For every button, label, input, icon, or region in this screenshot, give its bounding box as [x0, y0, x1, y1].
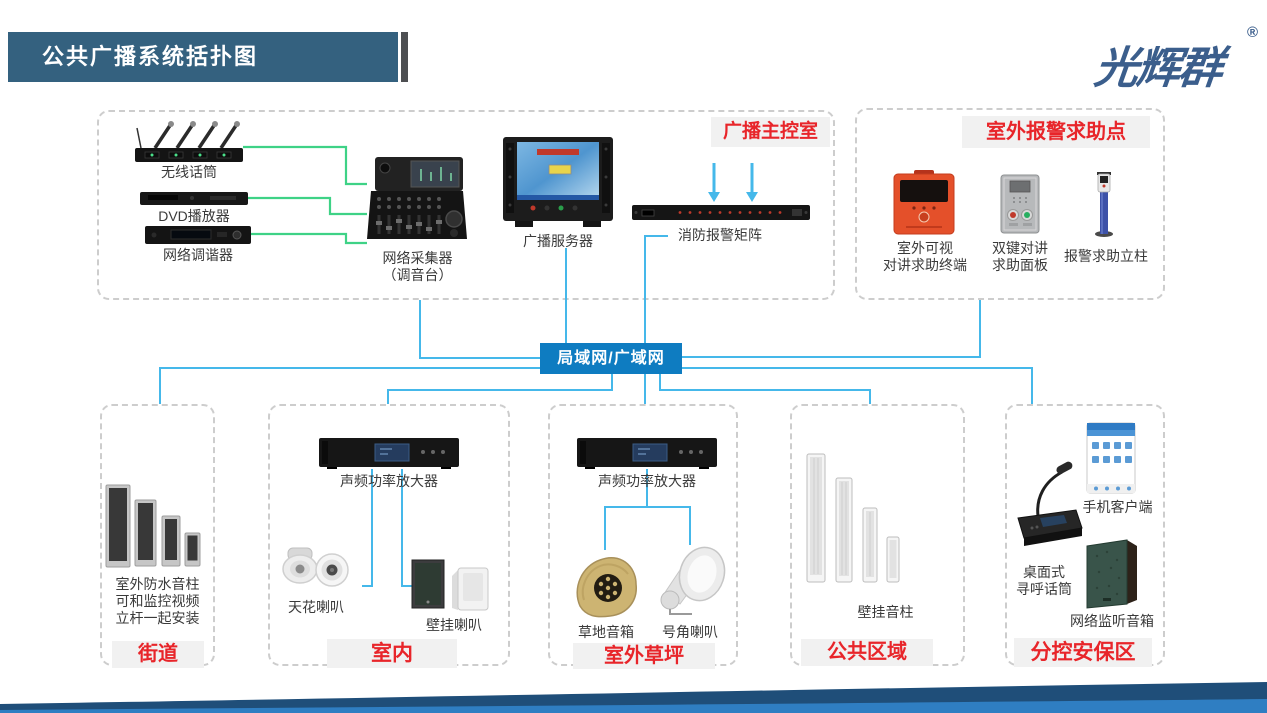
- control-room-box: [97, 110, 835, 300]
- fire-alarm-matrix-icon: [632, 205, 810, 220]
- visual-intercom-terminal-label-line2: 对讲求助终端: [883, 257, 967, 273]
- phone-client-icon: [1086, 422, 1136, 494]
- indoor-zone-tag: 室内: [327, 639, 457, 668]
- lawn-rock-speaker-label: 草地音箱: [578, 624, 634, 640]
- registered-trademark-icon: ®: [1246, 24, 1258, 41]
- wall-speaker-icon: [411, 559, 489, 611]
- dvd-player-label: DVD播放器: [158, 208, 230, 224]
- fire-alarm-matrix-label: 消防报警矩阵: [678, 227, 762, 243]
- paging-mic-label-line1: 桌面式: [1023, 564, 1065, 580]
- wireless-mic-label: 无线话筒: [161, 164, 217, 180]
- network-tuner-icon: [145, 226, 251, 244]
- line-lan-to-security: [682, 367, 1033, 404]
- street-zone-tag: 街道: [112, 641, 204, 668]
- public-zone-tag: 公共区域: [801, 639, 933, 666]
- ceiling-speaker-icon: [282, 547, 349, 587]
- control-room-tag: 广播主控室: [711, 117, 830, 147]
- line-mixer-to-lan: [419, 300, 540, 359]
- network-collector-label-line2: （调音台）: [382, 267, 453, 283]
- monitor-speaker-icon: [1086, 539, 1137, 609]
- line-amp-to-ceiling: [362, 469, 373, 587]
- lawn-zone-tag: 室外草坪: [573, 643, 715, 669]
- line-dvd-to-mixer: [248, 196, 367, 216]
- brand-logo: 光辉群 ®: [1092, 24, 1260, 93]
- visual-intercom-terminal-icon: [893, 170, 955, 235]
- horn-speaker-label: 号角喇叭: [662, 624, 718, 640]
- title-bar-accent: [401, 32, 408, 82]
- help-point-box: [855, 108, 1165, 300]
- down-arrow-icon: [708, 163, 720, 202]
- indoor-amplifier-icon: [319, 438, 459, 469]
- lawn-amplifier-icon: [577, 438, 717, 469]
- alarm-pillar-icon: [1095, 172, 1113, 237]
- network-collector-icon: [367, 157, 467, 239]
- page-title: 公共广播系统括扑图: [42, 44, 259, 69]
- down-arrow-icon: [746, 163, 758, 202]
- dvd-player-icon: [140, 192, 248, 205]
- paging-mic-icon: [1017, 461, 1083, 546]
- indoor-amplifier-label: 声频功率放大器: [340, 473, 438, 489]
- lawn-rock-speaker-icon: [576, 557, 637, 618]
- footer-wave: [0, 682, 1267, 713]
- line-tuner-to-mixer: [251, 232, 367, 245]
- intercom-panel-label-line2: 求助面板: [992, 257, 1048, 273]
- title-bar: [8, 32, 398, 82]
- horn-speaker-icon: [660, 546, 726, 615]
- line-mic-to-mixer: [243, 145, 367, 186]
- lan-wan-node: 局域网/广域网: [540, 343, 682, 374]
- intercom-panel-label-line1: 双键对讲: [992, 240, 1048, 256]
- lawn-amplifier-label: 声频功率放大器: [598, 473, 696, 489]
- line-helppoint-to-lan: [682, 300, 981, 358]
- monitor-speaker-label: 网络监听音箱: [1070, 613, 1154, 629]
- outdoor-column-speakers-icon: [105, 484, 201, 568]
- line-lan-to-indoor: [387, 374, 613, 404]
- wall-column-speaker-label: 壁挂音柱: [857, 604, 914, 620]
- street-note-line3: 立杆一起安装: [115, 610, 200, 626]
- street-note-line2: 可和监控视频: [115, 593, 200, 609]
- broadcast-server-icon: [503, 137, 613, 227]
- line-amp-to-wall: [401, 469, 412, 587]
- network-tuner-label: 网络调谐器: [163, 247, 233, 263]
- visual-intercom-terminal-label-line1: 室外可视: [897, 240, 953, 256]
- phone-client-label: 手机客户端: [1082, 499, 1153, 515]
- help-point-tag: 室外报警求助点: [962, 116, 1150, 148]
- wall-speaker-label: 壁挂喇叭: [426, 617, 482, 633]
- broadcast-server-label: 广播服务器: [523, 233, 593, 249]
- line-matrix-to-lan: [644, 235, 668, 343]
- line-lan-to-street: [159, 367, 540, 404]
- wireless-mic-icon: [135, 121, 243, 162]
- intercom-panel-icon: [1000, 174, 1040, 234]
- security-zone-tag: 分控安保区: [1014, 638, 1152, 667]
- street-note-line1: 室外防水音柱: [115, 576, 200, 592]
- paging-mic-label-line2: 寻呼话筒: [1016, 581, 1072, 597]
- line-lan-to-public: [659, 374, 871, 404]
- line-amp-to-lawn-speakers: [604, 469, 691, 550]
- wall-column-speakers-icon: [806, 453, 900, 583]
- alarm-pillar-label: 报警求助立柱: [1064, 248, 1148, 264]
- network-collector-label-line1: 网络采集器: [382, 250, 453, 266]
- ceiling-speaker-label: 天花喇叭: [288, 599, 344, 615]
